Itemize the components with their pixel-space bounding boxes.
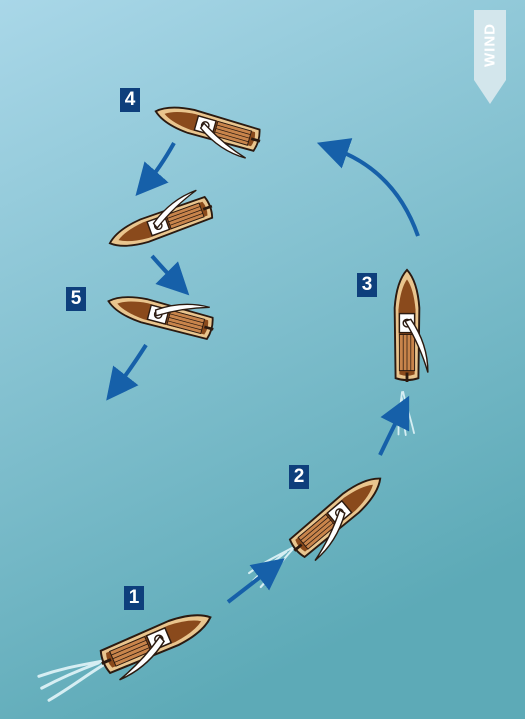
step-label-4: 4 — [120, 88, 140, 112]
arrow-5-away — [106, 343, 148, 401]
step-label-5: 5 — [66, 287, 86, 311]
arrow-3-curve — [316, 138, 420, 237]
step-label-2: 2 — [289, 465, 309, 489]
wind-label: WIND — [481, 23, 499, 67]
arrow-1-to-2 — [226, 558, 285, 604]
step-label-1: 1 — [124, 586, 144, 610]
arrow-mid-to-5 — [150, 254, 190, 296]
wind-arrow-icon — [474, 10, 506, 104]
arrow-2-to-3 — [378, 395, 410, 456]
arrow-4-to-next — [135, 142, 176, 197]
step-label-3: 3 — [357, 273, 377, 297]
